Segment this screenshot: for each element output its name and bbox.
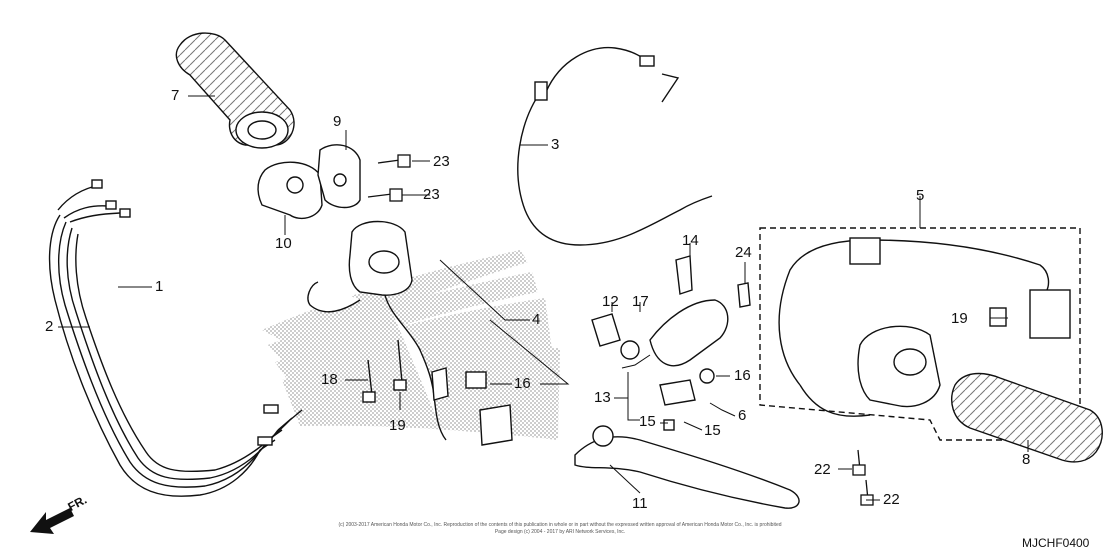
callout-9: 9 — [333, 113, 342, 130]
throttle-grip — [175, 32, 295, 149]
figure-code: MJCHF0400 — [1022, 536, 1090, 550]
callout-20: 18 — [321, 371, 338, 388]
callout-16: 16 — [734, 367, 751, 384]
callout-6: 6 — [738, 407, 747, 424]
callout-3: 3 — [551, 136, 560, 153]
right-switch-assembly — [759, 227, 1081, 441]
callout-17: 17 — [632, 293, 649, 310]
front-direction-arrow — [30, 508, 74, 534]
leader-lines — [58, 95, 1029, 501]
throttle-housing — [257, 144, 361, 220]
callout-22a: 22 — [814, 461, 831, 478]
callout-22b: 22 — [883, 491, 900, 508]
callout-18: 16 — [514, 375, 531, 392]
throttle-cables — [48, 179, 303, 497]
callout-11: 11 — [632, 495, 648, 512]
clutch-cable — [517, 46, 713, 246]
callout-14: 14 — [682, 232, 699, 249]
callout-23a: 23 — [433, 153, 450, 170]
callout-19: 19 — [951, 310, 968, 327]
callout-2: 2 — [45, 318, 54, 335]
callout-15a: 15 — [639, 413, 656, 430]
callout-15b: 15 — [704, 422, 721, 439]
callout-10: 10 — [275, 235, 292, 252]
callout-21: 19 — [389, 417, 406, 434]
callout-5: 5 — [916, 187, 925, 204]
callout-12: 12 — [602, 293, 619, 310]
copyright-line-2: Page design (c) 2004 - 2017 by ARI Netwo… — [494, 529, 626, 535]
callout-7: 7 — [171, 87, 180, 104]
callout-8: 8 — [1022, 451, 1031, 468]
screws-23 — [367, 154, 411, 202]
callout-13: 13 — [594, 389, 611, 406]
left-switch-assembly — [307, 220, 513, 446]
clutch-lever-assembly — [574, 255, 800, 509]
copyright-line-1: (c) 2003-2017 American Honda Motor Co., … — [338, 522, 782, 528]
callout-4: 4 — [532, 311, 541, 328]
callout-24: 24 — [735, 244, 752, 261]
callout-23b: 23 — [423, 186, 440, 203]
callout-1: 1 — [155, 278, 164, 295]
right-grip — [951, 372, 1103, 463]
screws-22 — [852, 449, 874, 506]
